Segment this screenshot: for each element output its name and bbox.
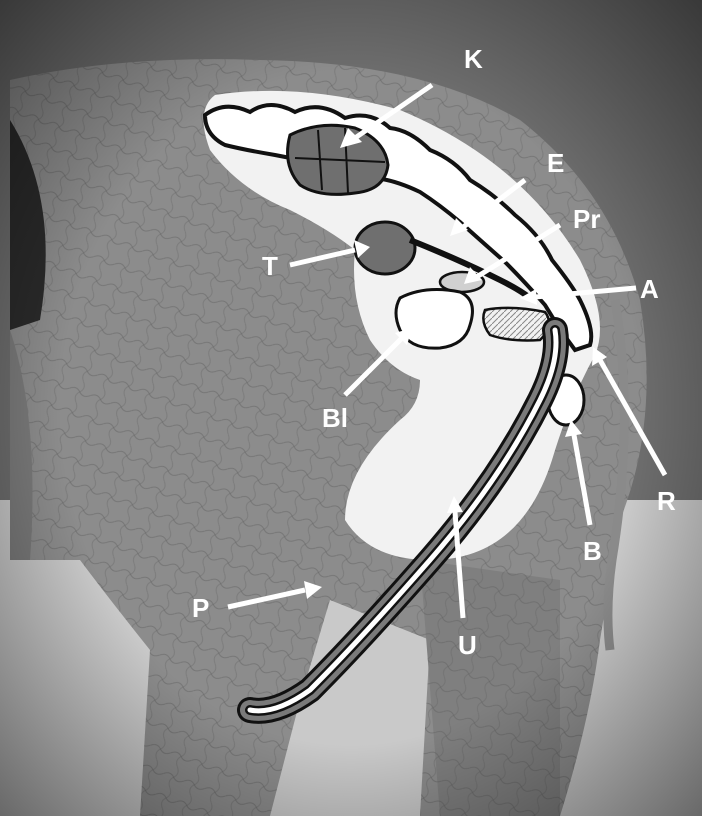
label-t: T bbox=[262, 251, 278, 281]
label-e: E bbox=[547, 148, 564, 178]
label-r: R bbox=[657, 486, 676, 516]
label-bl: Bl bbox=[322, 403, 348, 433]
label-pr: Pr bbox=[573, 204, 600, 234]
label-p: P bbox=[192, 593, 209, 623]
accessory-gland bbox=[483, 308, 549, 341]
label-u: U bbox=[458, 630, 477, 660]
label-k: K bbox=[464, 44, 483, 74]
label-a: A bbox=[640, 274, 659, 304]
label-b: B bbox=[583, 536, 602, 566]
